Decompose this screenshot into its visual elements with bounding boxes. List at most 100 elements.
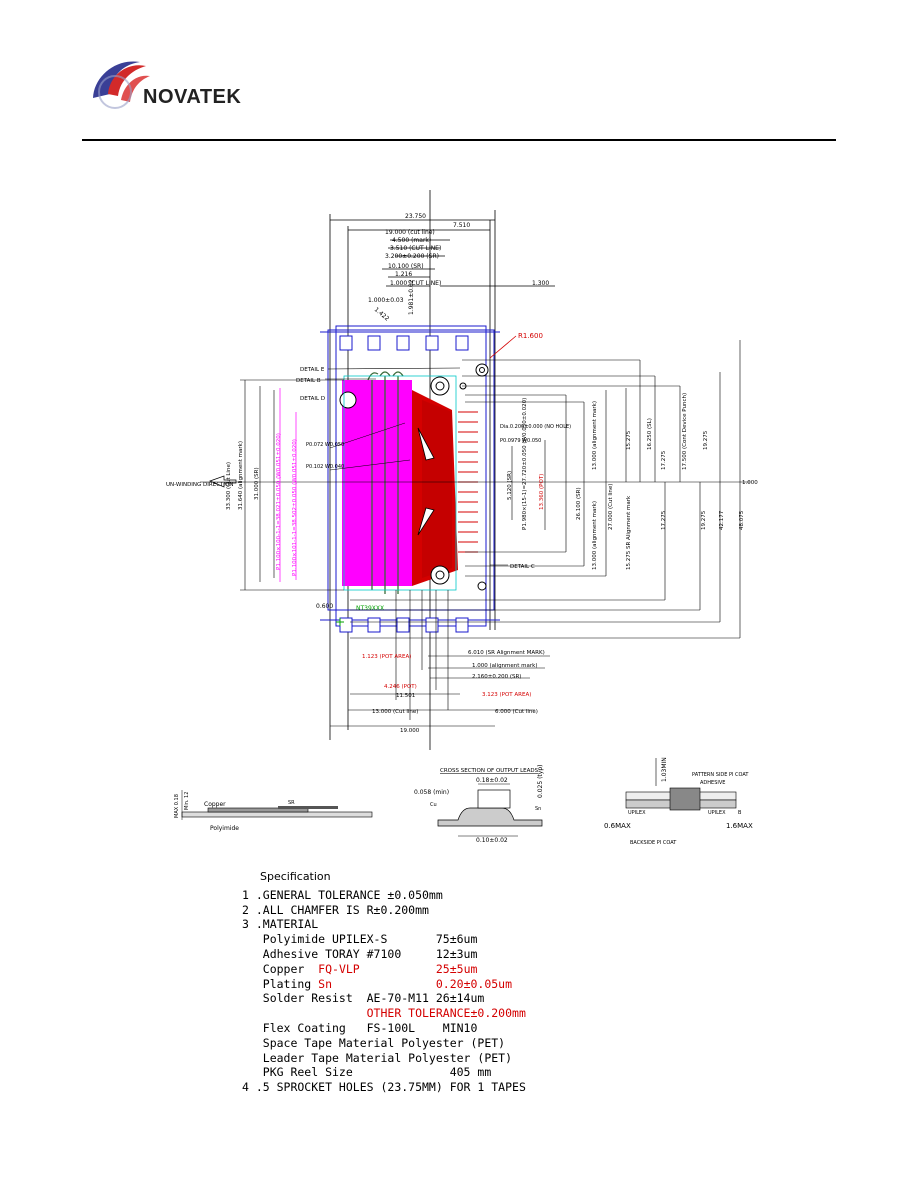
pitch-1: P0.102 W0.040 [306, 464, 344, 470]
tape-package-drawing: 23.750 7.510 19.000 (cut line) 4.500 (ma… [166, 190, 758, 750]
spec-line: 2 .ALL CHAMFER IS R±0.200mm [242, 903, 526, 918]
spec-line-text: Copper [242, 961, 319, 976]
pitch-3: P0.0979 W0.050 [500, 438, 541, 444]
rdim-7: 19.275 [701, 510, 707, 530]
pi-coat-cross-section: 1.03MIN PATTERN SIDE PI COAT ADHESIVE UP… [604, 757, 753, 846]
mid-label-5: Sn [535, 806, 541, 812]
direction-label: UN-WINDING DIRECTION [166, 482, 233, 488]
mid-label-2: 0.025 (typ) [537, 765, 544, 798]
spec-line-red-text: OTHER TOLERANCE±0.200mm [366, 1006, 526, 1021]
spec-line: PKG Reel Size 405 mm [242, 1065, 526, 1080]
dim-top-6: 10.100 (SR) [388, 263, 424, 270]
radius-label: R1.600 [518, 332, 543, 340]
left-section-label-2: Polyimide [210, 825, 239, 832]
vdim-6: 13.000 (alignment mark) [592, 501, 598, 570]
rdim-3: 17.275 [661, 450, 667, 470]
left-section-label-1: SR [288, 800, 295, 806]
spec-line: Plating Sn 0.20±0.05um [242, 977, 526, 992]
dim-top-10: 1.000±0.03 [368, 297, 404, 304]
rdim-9: 48.075 [739, 510, 745, 530]
spec-line: 3 .MATERIAL [242, 917, 526, 932]
rdim-4: 17.500 (Cont Device Punch) [682, 393, 688, 470]
bdim-0: 6.010 (SR Alignment MARK) [468, 650, 545, 656]
right-label-1: PATTERN SIDE PI COAT [692, 772, 749, 778]
left-dimension-labels: 33.300 (Cut Line) 31.640 (alignment mark… [226, 401, 632, 570]
pink-dimension-lines [279, 388, 297, 582]
spec-line: 1 .GENERAL TOLERANCE ±0.050mm [242, 888, 526, 903]
logo-swoosh-blue [93, 61, 140, 98]
bdim-6: 11.501 [396, 693, 415, 699]
dim-top-11: 1.981±0.02 [408, 279, 415, 315]
logo-swoosh-red-2 [121, 75, 150, 102]
spec-line: Solder Resist AE-70-M11 26±14um [242, 991, 526, 1006]
vdim-4: 26.100 (SR) [576, 487, 582, 520]
bdim-3: 2.160±0.200 (SR) [472, 674, 521, 680]
pink-formula-1: P1.100×100-1-1=38.021±0.050 (W0.051±0.02… [276, 433, 282, 570]
vdim-8: 5.120 (SR) [507, 471, 513, 500]
bdim-9: 19.000 [400, 728, 420, 734]
dim-top-3: 4.500 (mark) [392, 237, 431, 244]
spec-line-red-text: Sn 0.20±0.05um [318, 976, 513, 991]
spec-line: Leader Tape Material Polyester (PET) [242, 1051, 526, 1066]
green-cross-mark [336, 618, 344, 626]
spec-line: OTHER TOLERANCE±0.200mm [242, 1006, 526, 1021]
right-label-5: B [738, 810, 742, 816]
dim-top-7: 1.216 [395, 271, 412, 278]
right-dimension-labels: 1.000 15.275 16.250 (SL) 17.275 17.500 (… [626, 393, 758, 530]
spec-line-red-text: FQ-VLP 25±5um [318, 961, 478, 976]
left-section-label-0: Copper [204, 801, 226, 808]
detail-c: DETAIL C [510, 564, 535, 570]
brand-name: NOVATEK [143, 86, 242, 108]
spec-line-text [242, 1006, 367, 1020]
spec-line: Polyimide UPILEX-S 75±6um [242, 932, 526, 947]
dim-top-4: 3.510 (CUT LINE) [390, 245, 441, 252]
spec-line-text: Plating [242, 976, 319, 991]
vdim-7: 15.275 SR Alignment mark [626, 495, 632, 570]
right-label-2: ADHESIVE [700, 780, 725, 786]
red-formula: P1.980×(15-1)=27.720±0.050 (W0.050±0.020… [522, 398, 528, 530]
spec-line-text: 4 .5 SPROCKET HOLES (23.75MM) FOR 1 TAPE… [242, 1080, 526, 1095]
dim-top-8: 1.000 (CUT LINE) [390, 280, 441, 287]
bdim-8: 6.000 (Cut line) [495, 709, 538, 715]
vdim-pot: 13.360 (POT) [539, 474, 545, 510]
bottom-dimension-labels: 6.010 (SR Alignment MARK) 1.123 (POT ARE… [362, 650, 545, 734]
bdim-7: 13.000 (Cut line) [372, 709, 418, 715]
dim-top-2: 19.000 (cut line) [385, 229, 435, 236]
output-lead-area [342, 380, 412, 586]
vdim-3: 13.000 (alignment mark) [592, 401, 598, 470]
spec-line-text: Solder Resist AE-70-M11 26±14um [242, 991, 485, 1006]
part-id: NT39XXX [356, 605, 384, 612]
rdim-1: 15.275 [626, 430, 632, 450]
pitch-0: P0.072 W0.050 [306, 442, 344, 448]
dim-top-9: 1.300 [532, 280, 549, 287]
rdim-2: 16.250 (SL) [647, 418, 653, 450]
spec-line-text: 2 .ALL CHAMFER IS R±0.200mm [242, 902, 429, 917]
dim-top-1: 7.510 [453, 222, 470, 229]
vdim-2: 31.000 (SR) [254, 467, 260, 500]
spec-line: Space Tape Material Polyester (PET) [242, 1036, 526, 1051]
layer-cross-section: MAX 0.18 Min. 12 Copper SR Polyimide [174, 790, 373, 832]
dim-top-5: 3.200±0.200 (SR) [385, 253, 439, 260]
top-dimension-labels: 23.750 7.510 19.000 (cut line) 4.500 (ma… [368, 213, 549, 323]
spec-line: 4 .5 SPROCKET HOLES (23.75MM) FOR 1 TAPE… [242, 1080, 526, 1095]
vdim-5: 27.000 (Cut line) [608, 484, 614, 530]
right-label-3: UPILEX [628, 810, 646, 816]
spec-title: Specification [260, 870, 331, 883]
detail-e: DETAIL E [300, 367, 325, 373]
rdim-6: 17.275 [661, 510, 667, 530]
spec-line: Adhesive TORAY #7100 12±3um [242, 947, 526, 962]
spec-line-text: Adhesive TORAY #7100 12±3um [242, 946, 478, 961]
lead-rails [367, 371, 404, 594]
rdim-5: 19.275 [703, 430, 709, 450]
spec-line-text: 1 .GENERAL TOLERANCE ±0.050mm [242, 887, 443, 902]
right-dimension-lines [350, 340, 741, 639]
right-label-0: 1.03MIN [661, 757, 668, 782]
bdim-1: 1.123 (POT AREA) [362, 654, 411, 660]
spec-line-text: Space Tape Material Polyester (PET) [242, 1035, 506, 1050]
detail-d: DETAIL D [300, 396, 325, 402]
mid-label-1: 0.058 (min) [414, 789, 449, 796]
bottom-dimension-lines [330, 590, 550, 727]
detail-b: DETAIL B [296, 378, 321, 384]
mid-label-3: 0.10±0.02 [476, 837, 508, 844]
